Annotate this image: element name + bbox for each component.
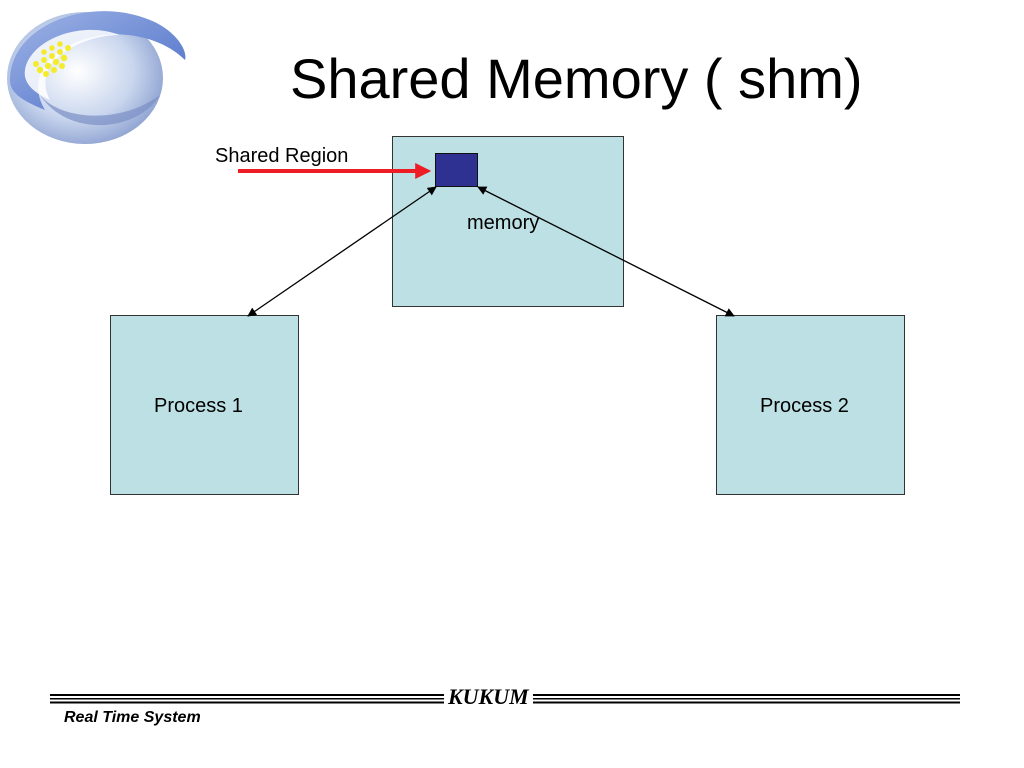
slide-title: Shared Memory ( shm): [290, 47, 863, 110]
footer-subtitle: Real Time System: [64, 709, 201, 726]
shared-region-label: Shared Region: [215, 145, 349, 167]
process-1-box: [110, 315, 299, 495]
shared-region-square: [435, 153, 478, 187]
footer-brand: KUKUM: [444, 684, 533, 710]
process-2-box: [716, 315, 905, 495]
kukum-logo-icon: [7, 11, 186, 144]
process-2-label: Process 2: [760, 395, 849, 417]
memory-label: memory: [467, 212, 540, 234]
process-1-label: Process 1: [154, 395, 243, 417]
